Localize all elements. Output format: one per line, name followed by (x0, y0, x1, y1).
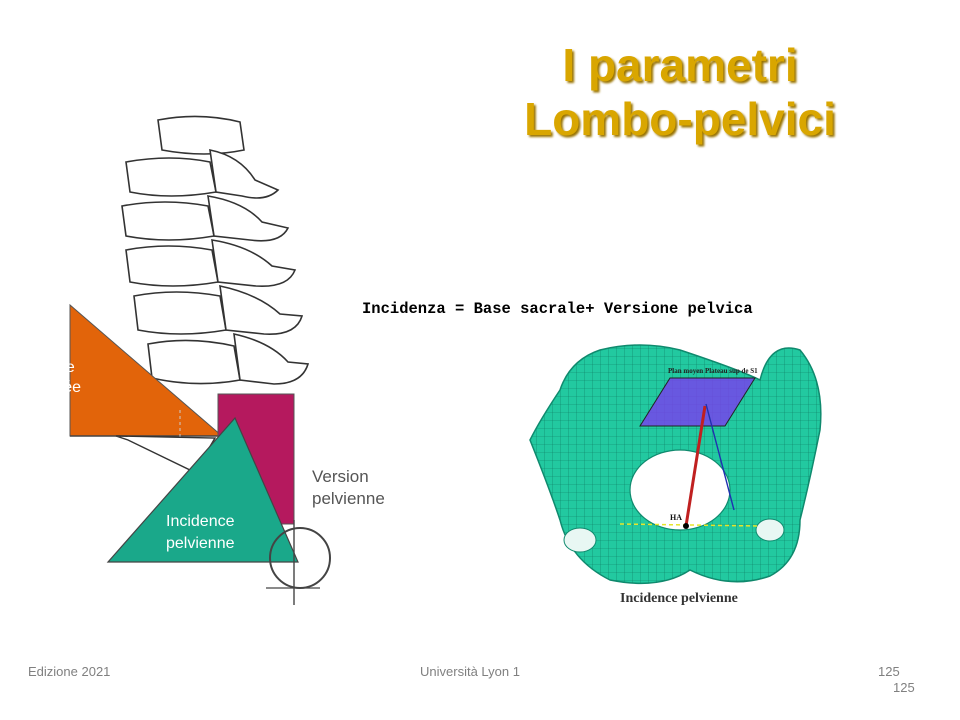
ha-label: HA (670, 513, 682, 522)
footer-page-number: 125 (878, 664, 900, 679)
title-line-2: Lombo-pelvici (524, 93, 836, 145)
pelvic-incidence-area (106, 416, 299, 563)
incidence-line (684, 405, 707, 527)
label-version-line-1: Version (312, 467, 369, 486)
label-pente-line-2: sacrée (33, 379, 81, 396)
lumbar-vertebrae (121, 115, 310, 385)
s1-plateau (639, 377, 756, 427)
label-pente-line-1: Pente (33, 359, 75, 376)
label-incidence-line-1: Incidence (166, 513, 235, 530)
pelvis-shape (529, 344, 822, 585)
spine-parameters-figure: Pente sacrée Version pelvienne Incidence… (33, 115, 385, 605)
horizontal-reference-line (619, 523, 761, 527)
footer-university: Università Lyon 1 (420, 664, 520, 679)
title-line-1: I parametri (562, 39, 798, 91)
pelvis-3d-figure: Plan moyen Plateau sup de S1 HA Incidenc… (529, 344, 822, 606)
footer-page-number-duplicate: 125 (893, 680, 915, 695)
label-version-line-2: pelvienne (312, 489, 385, 508)
hip-axis-point (683, 523, 689, 529)
plate-label: Plan moyen Plateau sup de S1 (668, 367, 758, 375)
incidence-formula: Incidenza = Base sacrale+ Versione pelvi… (362, 300, 753, 318)
footer-edition: Edizione 2021 (28, 664, 111, 679)
slide-title: I parametri Lombo-pelvici (450, 38, 910, 146)
label-incidence-line-2: pelvienne (166, 535, 235, 552)
pelvis-caption: Incidence pelvienne (620, 591, 738, 606)
perpendicular-line (705, 403, 735, 511)
